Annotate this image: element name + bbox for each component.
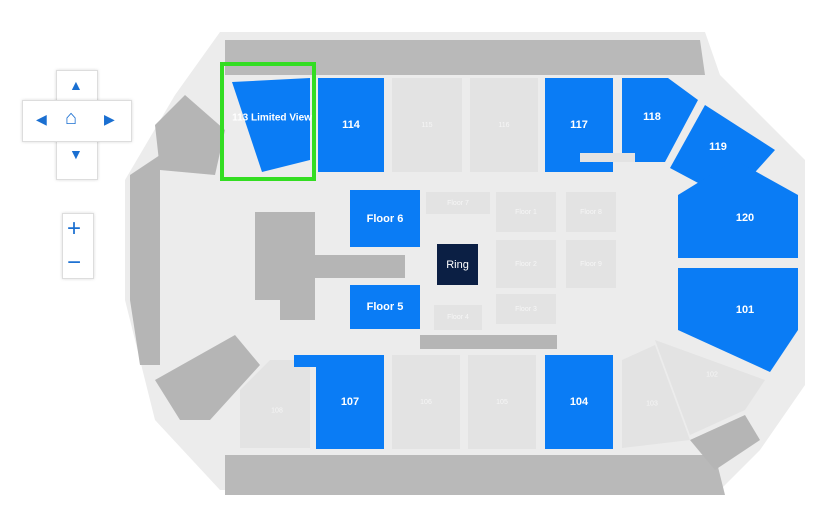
- zoom-control: [62, 213, 94, 279]
- stage: [255, 212, 405, 320]
- section-101[interactable]: [678, 268, 798, 372]
- section-115: 115: [392, 78, 462, 172]
- pan-right-button[interactable]: ▶: [104, 111, 115, 127]
- section-113[interactable]: [232, 78, 310, 172]
- section-floor-7: Floor 7: [426, 192, 490, 214]
- section-105: 105: [468, 355, 536, 449]
- pan-left-button[interactable]: ◀: [36, 111, 47, 127]
- section-114[interactable]: 114: [318, 78, 384, 172]
- section-118[interactable]: [622, 78, 698, 162]
- section-102-label: 102: [706, 371, 718, 379]
- section-floor-9: Floor 9: [566, 240, 616, 288]
- section-floor-1: Floor 1: [496, 192, 556, 232]
- section-floor-5[interactable]: Floor 5: [350, 285, 420, 329]
- section-103: [622, 345, 690, 448]
- home-icon[interactable]: ⌂: [65, 107, 78, 129]
- structure-sw: [155, 335, 260, 420]
- pan-up-button[interactable]: ▲: [69, 77, 83, 93]
- section-floor-2: Floor 2: [496, 240, 556, 288]
- lower-concourse: [225, 455, 725, 495]
- section-floor-6[interactable]: Floor 6: [350, 190, 420, 247]
- section-106: 106: [392, 355, 460, 449]
- section-107-extension: [294, 355, 318, 367]
- section-floor-4: Floor 4: [434, 305, 482, 330]
- section-120-label: 120: [735, 212, 755, 224]
- section-101-label: 101: [735, 304, 755, 316]
- upper-concourse: [225, 40, 705, 75]
- selection-highlight: [220, 62, 316, 181]
- section-116: 116: [470, 78, 538, 172]
- section-floor-8: Floor 8: [566, 192, 616, 232]
- section-117-notch: [580, 153, 635, 162]
- section-120[interactable]: [678, 160, 798, 258]
- section-floor-3: Floor 3: [496, 294, 556, 324]
- section-102: [655, 340, 765, 435]
- section-103-label: 103: [646, 400, 658, 408]
- section-104[interactable]: 104: [545, 355, 613, 449]
- zoom-in-button[interactable]: +: [67, 215, 82, 242]
- section-118-label: 118: [643, 111, 661, 123]
- section-108: [240, 360, 310, 448]
- ring: Ring: [437, 244, 478, 285]
- section-108-label: 108: [271, 407, 283, 415]
- walkway: [420, 335, 557, 349]
- section-119-label: 119: [709, 141, 727, 153]
- zoom-out-button[interactable]: −: [67, 249, 82, 276]
- section-107[interactable]: 107: [316, 355, 384, 449]
- structure-se: [690, 415, 760, 470]
- structure-w: [130, 155, 160, 365]
- pan-down-button[interactable]: ▼: [69, 146, 83, 162]
- section-113-label: 113 Limited View: [232, 112, 312, 124]
- structure-nw: [155, 95, 225, 175]
